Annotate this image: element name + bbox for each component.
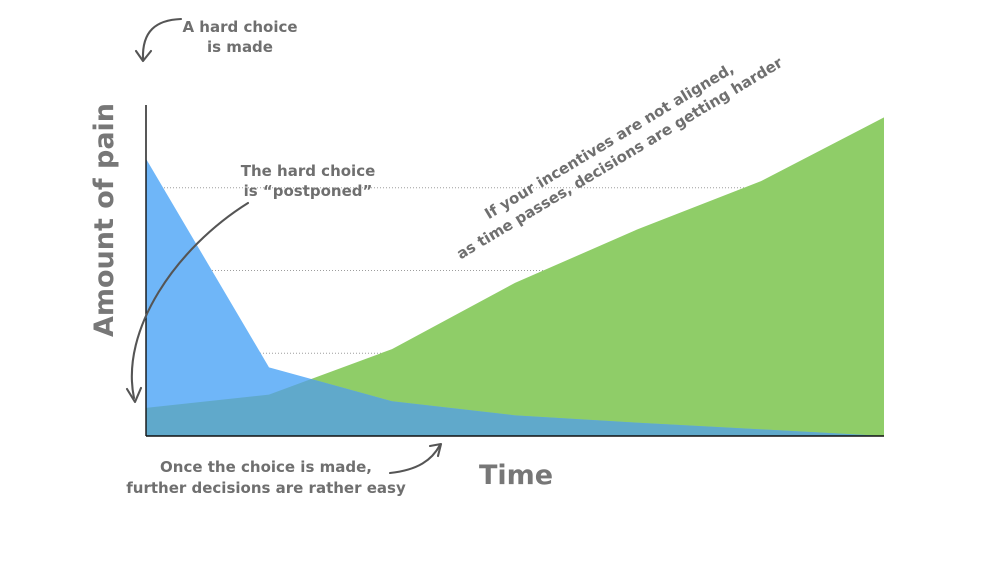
annotation-hard-choice-made-line1: A hard choice — [182, 18, 297, 36]
arrow-hard-choice-made-curve — [141, 17, 183, 61]
arrow-hard-choice-postponed — [125, 201, 250, 404]
annotation-hard-choice-postponed-line2: is “postponed” — [244, 182, 373, 200]
green-area-series — [146, 117, 884, 436]
arrow-hard-choice-made-head — [134, 49, 153, 63]
arrow-choice-made-head — [428, 442, 443, 458]
arrow-hard-choice-made — [134, 17, 183, 63]
annotation-hard-choice-postponed: The hard choice is “postponed” — [241, 162, 376, 200]
annotation-hard-choice-made-line2: is made — [207, 38, 273, 56]
arrow-hard-choice-postponed-curve — [130, 201, 250, 400]
annotation-choice-made-line2: further decisions are rather easy — [126, 479, 406, 497]
y-axis-label: Amount of pain — [89, 103, 120, 337]
annotation-choice-made-line1: Once the choice is made, — [160, 458, 372, 476]
annotation-hard-choice-postponed-line1: The hard choice — [241, 162, 376, 180]
x-axis-label: Time — [479, 460, 553, 491]
arrow-choice-made-curve — [388, 443, 442, 475]
annotation-incentives-line1: If your incentives are not aligned, — [481, 59, 737, 222]
annotation-hard-choice-made: A hard choice is made — [182, 18, 297, 56]
arrow-hard-choice-postponed-head — [125, 386, 143, 404]
annotation-choice-made: Once the choice is made, further decisio… — [126, 458, 406, 497]
arrow-choice-made — [388, 442, 443, 475]
